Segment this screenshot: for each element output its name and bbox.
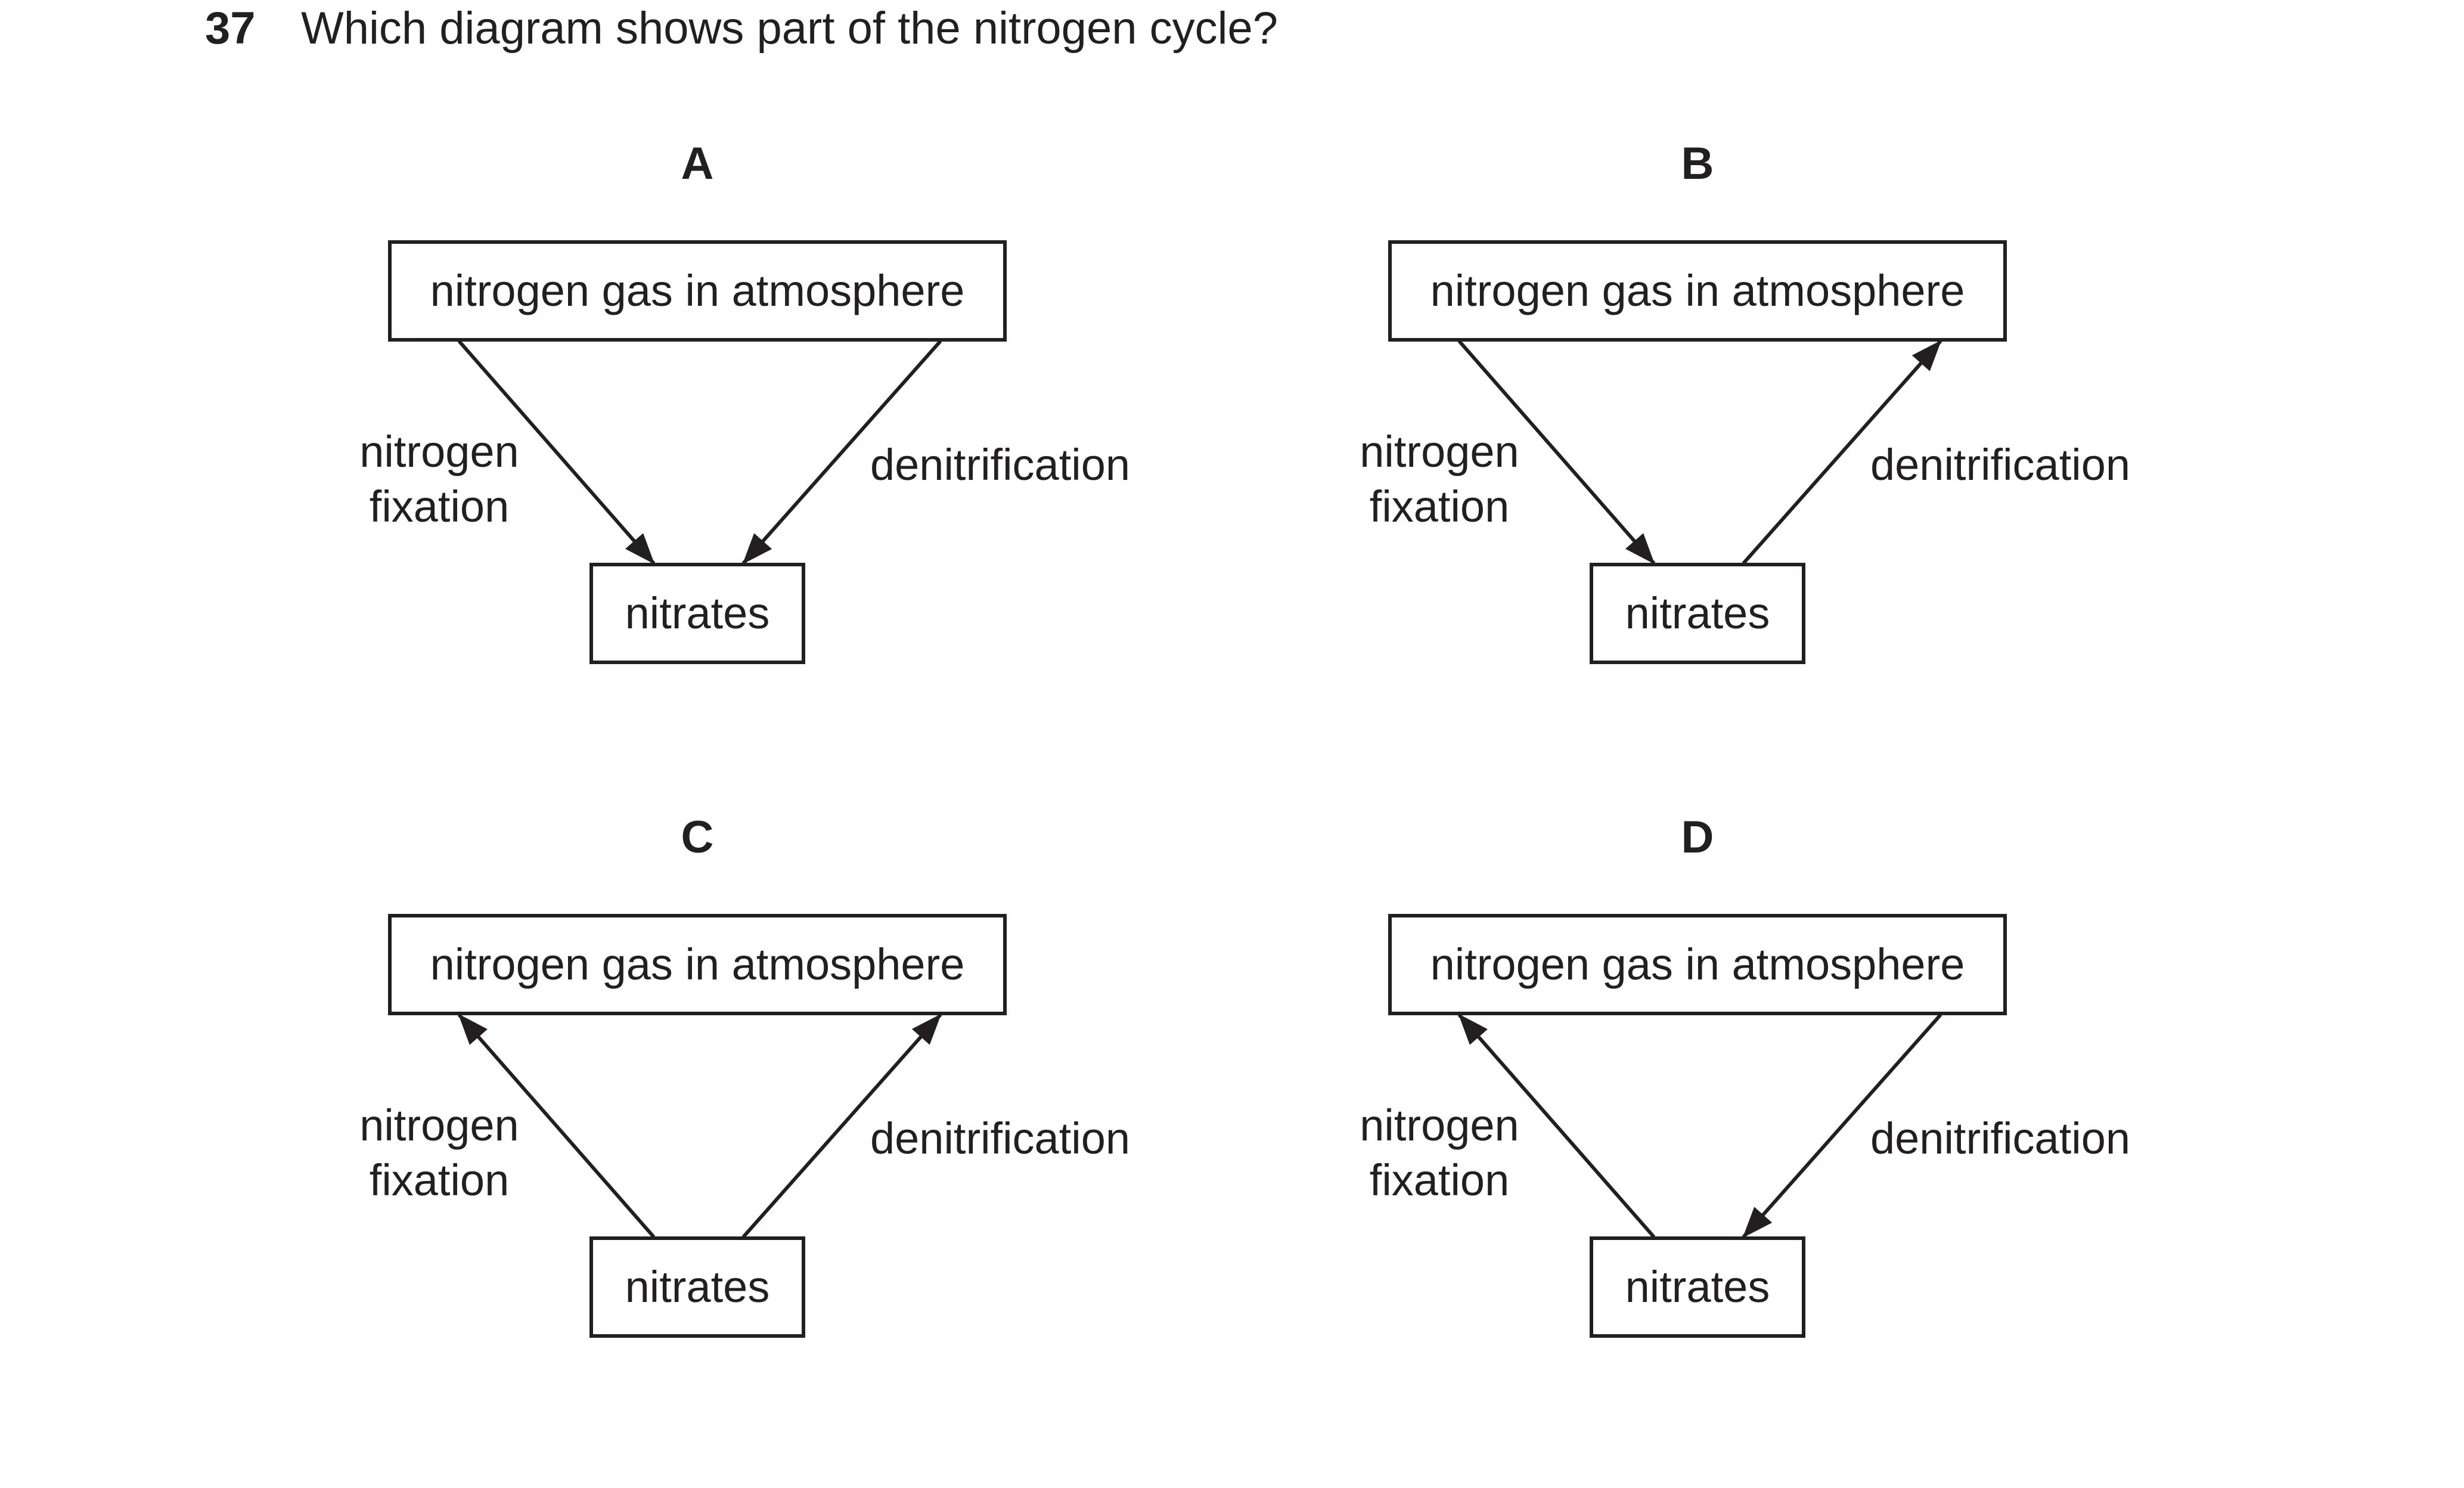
nitrogen-fixation-arrow-down — [1457, 340, 1656, 565]
denitrification-arrow-down — [741, 340, 942, 565]
fixation-label: fixation — [1370, 1155, 1509, 1205]
atmosphere-box — [1388, 240, 2007, 342]
atmosphere-box — [1388, 914, 2007, 1015]
fixation-label: fixation — [1370, 482, 1509, 531]
atmosphere-box — [388, 914, 1007, 1015]
denitrification-label: denitrification — [1870, 440, 2130, 489]
nitrates-box — [1590, 563, 1805, 664]
nitrates-box-label: nitrates — [1625, 1262, 1770, 1312]
nitrates-box-label: nitrates — [625, 588, 770, 638]
denitrification-label: denitrification — [870, 440, 1130, 489]
nitrates-box — [589, 563, 805, 664]
denitrification-arrow-up — [741, 1013, 942, 1238]
nitrogen-label: nitrogen — [1360, 1100, 1519, 1150]
question-text: Which diagram shows part of the nitrogen… — [301, 3, 1278, 54]
nitrogen-fixation-arrow-up — [457, 1013, 656, 1238]
nitrates-box — [589, 1236, 805, 1338]
nitrogen-label: nitrogen — [1360, 427, 1519, 476]
fixation-label: fixation — [370, 482, 509, 531]
nitrogen-fixation-arrow-up — [1457, 1013, 1656, 1238]
option-letter: C — [681, 812, 714, 863]
nitrates-box — [1590, 1236, 1805, 1338]
option-c-diagram[interactable]: C nitrogen gas in atmosphere nitrates ni… — [359, 812, 1130, 1338]
option-letter: D — [1681, 812, 1714, 863]
question-number: 37 — [205, 3, 256, 54]
fixation-label: fixation — [370, 1155, 509, 1205]
nitrogen-fixation-arrow-down — [457, 340, 656, 565]
option-d-diagram[interactable]: D nitrogen gas in atmosphere nitrates ni… — [1360, 812, 2130, 1338]
option-a-diagram[interactable]: A nitrogen gas in atmosphere nitrates ni… — [359, 138, 1130, 664]
denitrification-label: denitrification — [870, 1114, 1130, 1163]
denitrification-label: denitrification — [1870, 1114, 2130, 1163]
atmosphere-box-label: nitrogen gas in atmosphere — [1430, 940, 1965, 989]
nitrogen-label: nitrogen — [359, 427, 519, 476]
denitrification-arrow-down — [1742, 1013, 1942, 1238]
option-letter: B — [1681, 138, 1714, 189]
atmosphere-box-label: nitrogen gas in atmosphere — [1430, 266, 1965, 315]
denitrification-arrow-up — [1742, 340, 1942, 565]
option-b-diagram[interactable]: B nitrogen gas in atmosphere nitrates ni… — [1360, 138, 2130, 664]
atmosphere-box — [388, 240, 1007, 342]
nitrates-box-label: nitrates — [625, 1262, 770, 1312]
atmosphere-box-label: nitrogen gas in atmosphere — [430, 266, 965, 315]
option-letter: A — [681, 138, 714, 189]
atmosphere-box-label: nitrogen gas in atmosphere — [430, 940, 965, 989]
nitrates-box-label: nitrates — [1625, 588, 1770, 638]
nitrogen-label: nitrogen — [359, 1100, 519, 1150]
